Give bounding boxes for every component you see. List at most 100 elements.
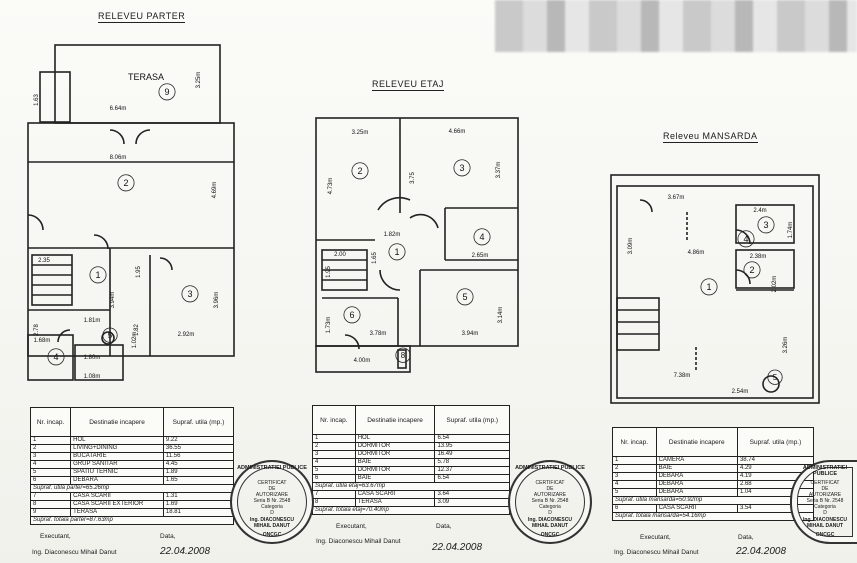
cell-nr: 2	[612, 464, 657, 473]
room-number-circle	[388, 243, 406, 261]
dimension-label: 1.65	[372, 252, 378, 264]
dimension-label: 1.08m	[84, 374, 101, 380]
dimension-label: 2.00	[334, 252, 346, 258]
cell-suprafata: 1.89	[162, 468, 235, 477]
cell-destinatie: DORMITOR	[354, 442, 436, 451]
cell-suprafata: 9.22	[162, 436, 235, 445]
room-number-circle	[473, 228, 491, 246]
room-number-circle	[395, 347, 411, 363]
room-number: 4	[53, 352, 58, 362]
stamp-mansarda: ADMINISTRATIEI PUBLICE CERTIFICAT DE AUT…	[790, 460, 857, 544]
cell-suprafata: 3.64	[434, 490, 510, 499]
dimension-label: 3.25m	[196, 72, 202, 89]
dimension-label: 4.00m	[354, 358, 371, 364]
col-destinatie: Destinatie incapere	[70, 407, 164, 437]
footer-parter-engineer: Ing. Diaconescu Mihail Danut	[32, 549, 117, 556]
title-etaj: RELEVEU ETAJ	[372, 79, 444, 91]
cell-destinatie: HOL	[354, 434, 436, 443]
cell-suprafata: 13.95	[434, 442, 510, 451]
cell-destinatie: DORMITOR	[354, 466, 436, 475]
cell-destinatie: GRUP SANITAR	[70, 460, 164, 469]
dimension-label: 2.4m	[753, 208, 766, 214]
cell-destinatie: CASA SCARII EXTERIOR	[70, 500, 164, 509]
summary-row: Supraf. utila mansarda=50.92mp	[612, 496, 814, 505]
col-nr: Nr. incap.	[612, 427, 657, 457]
cell-destinatie: CASA SCARII	[354, 490, 436, 499]
dimension-label: 8.06m	[110, 155, 127, 161]
dimension-label: 4.73m	[328, 178, 334, 195]
summary-text: Supraf. utila etaj=63.67mp	[312, 482, 510, 491]
summary-row: Supraf. utila etaj=63.67mp	[312, 482, 510, 491]
dimension-label: 6.64m	[110, 106, 127, 112]
cell-suprafata: 3.09	[434, 498, 510, 507]
cell-nr: 5	[612, 488, 657, 497]
dimension-label: 2.78	[34, 324, 40, 336]
room-number: 1	[394, 247, 399, 257]
cell-suprafata: 1.65	[162, 476, 235, 485]
title-parter: RELEVEU PARTER	[98, 11, 186, 23]
room-number-circle	[767, 369, 783, 385]
cell-nr: 2	[29, 444, 72, 453]
col-nr: Nr. incap.	[29, 407, 72, 437]
room-number-circle	[158, 83, 176, 101]
cell-destinatie: HOL	[70, 436, 164, 445]
dimension-label: 1.82	[134, 324, 140, 336]
room-label: TERASA	[128, 72, 164, 82]
cell-suprafata: 38.74	[736, 456, 815, 465]
room-number-circle	[117, 174, 135, 192]
cell-destinatie: TERASA	[354, 498, 436, 507]
dimension-label: 3.78m	[370, 331, 387, 337]
dimension-label: 2.92m	[178, 332, 195, 338]
room-number-circle	[700, 278, 718, 296]
cell-nr: 7	[29, 492, 72, 501]
cell-destinatie: DEBARA	[655, 480, 738, 489]
plan-parter	[27, 44, 235, 381]
dimension-label: 3.94m	[462, 331, 479, 337]
dimension-label: 2.54m	[732, 389, 749, 395]
cell-suprafata: 18.81	[162, 508, 235, 517]
col-suprafata: Supraf. utila (mp.)	[434, 405, 510, 435]
room-number: 3	[459, 163, 464, 173]
stamp-etaj: ADMINISTRATIEI PUBLICE CERTIFICAT DE AUT…	[508, 460, 592, 544]
room-number: 8	[401, 351, 406, 360]
footer-parter-executant: Executant,	[40, 533, 71, 540]
cell-nr: 3	[29, 452, 72, 461]
cell-destinatie: BUCATARIE	[70, 452, 164, 461]
col-suprafata: Supraf. utila (mp.)	[736, 427, 815, 457]
dimension-label: 3.94m	[110, 292, 116, 309]
cell-suprafata: 36.55	[162, 444, 235, 453]
col-suprafata: Supraf. utila (mp.)	[162, 407, 235, 437]
room-number: 9	[164, 87, 169, 97]
cell-nr: 4	[612, 480, 657, 489]
cell-suprafata: 5.78	[434, 458, 510, 467]
room-number: 3	[763, 220, 768, 230]
dimension-label: 4.86m	[688, 250, 705, 256]
summary-text: Supraf. totala parter=87.63mp	[30, 516, 234, 525]
cell-nr: 4	[29, 460, 72, 469]
room-number: 3	[187, 289, 192, 299]
dimension-label: 1.68m	[34, 338, 51, 344]
dimension-label: 3.75	[410, 172, 416, 184]
cell-destinatie: DEBARA	[70, 476, 164, 485]
dimension-label: 1.81m	[84, 318, 101, 324]
table-parter: Nr. incap. Destinatie incapere Supraf. u…	[29, 407, 235, 525]
table-etaj: Nr. incap. Destinatie incapere Supraf. u…	[312, 405, 510, 515]
footer-etaj-engineer: Ing. Diaconescu Mihail Danut	[316, 538, 401, 545]
stamp-parter: ADMINISTRATIEI PUBLICE CERTIFICAT DE AUT…	[230, 460, 314, 544]
room-number-circle	[102, 327, 118, 343]
redacted-area	[495, 0, 857, 52]
room-number: 5	[462, 292, 467, 302]
room-number-circle	[737, 230, 755, 248]
summary-row: Supraf. totala mansarda=54.16mp	[612, 512, 814, 521]
cell-nr: 7	[312, 490, 356, 499]
